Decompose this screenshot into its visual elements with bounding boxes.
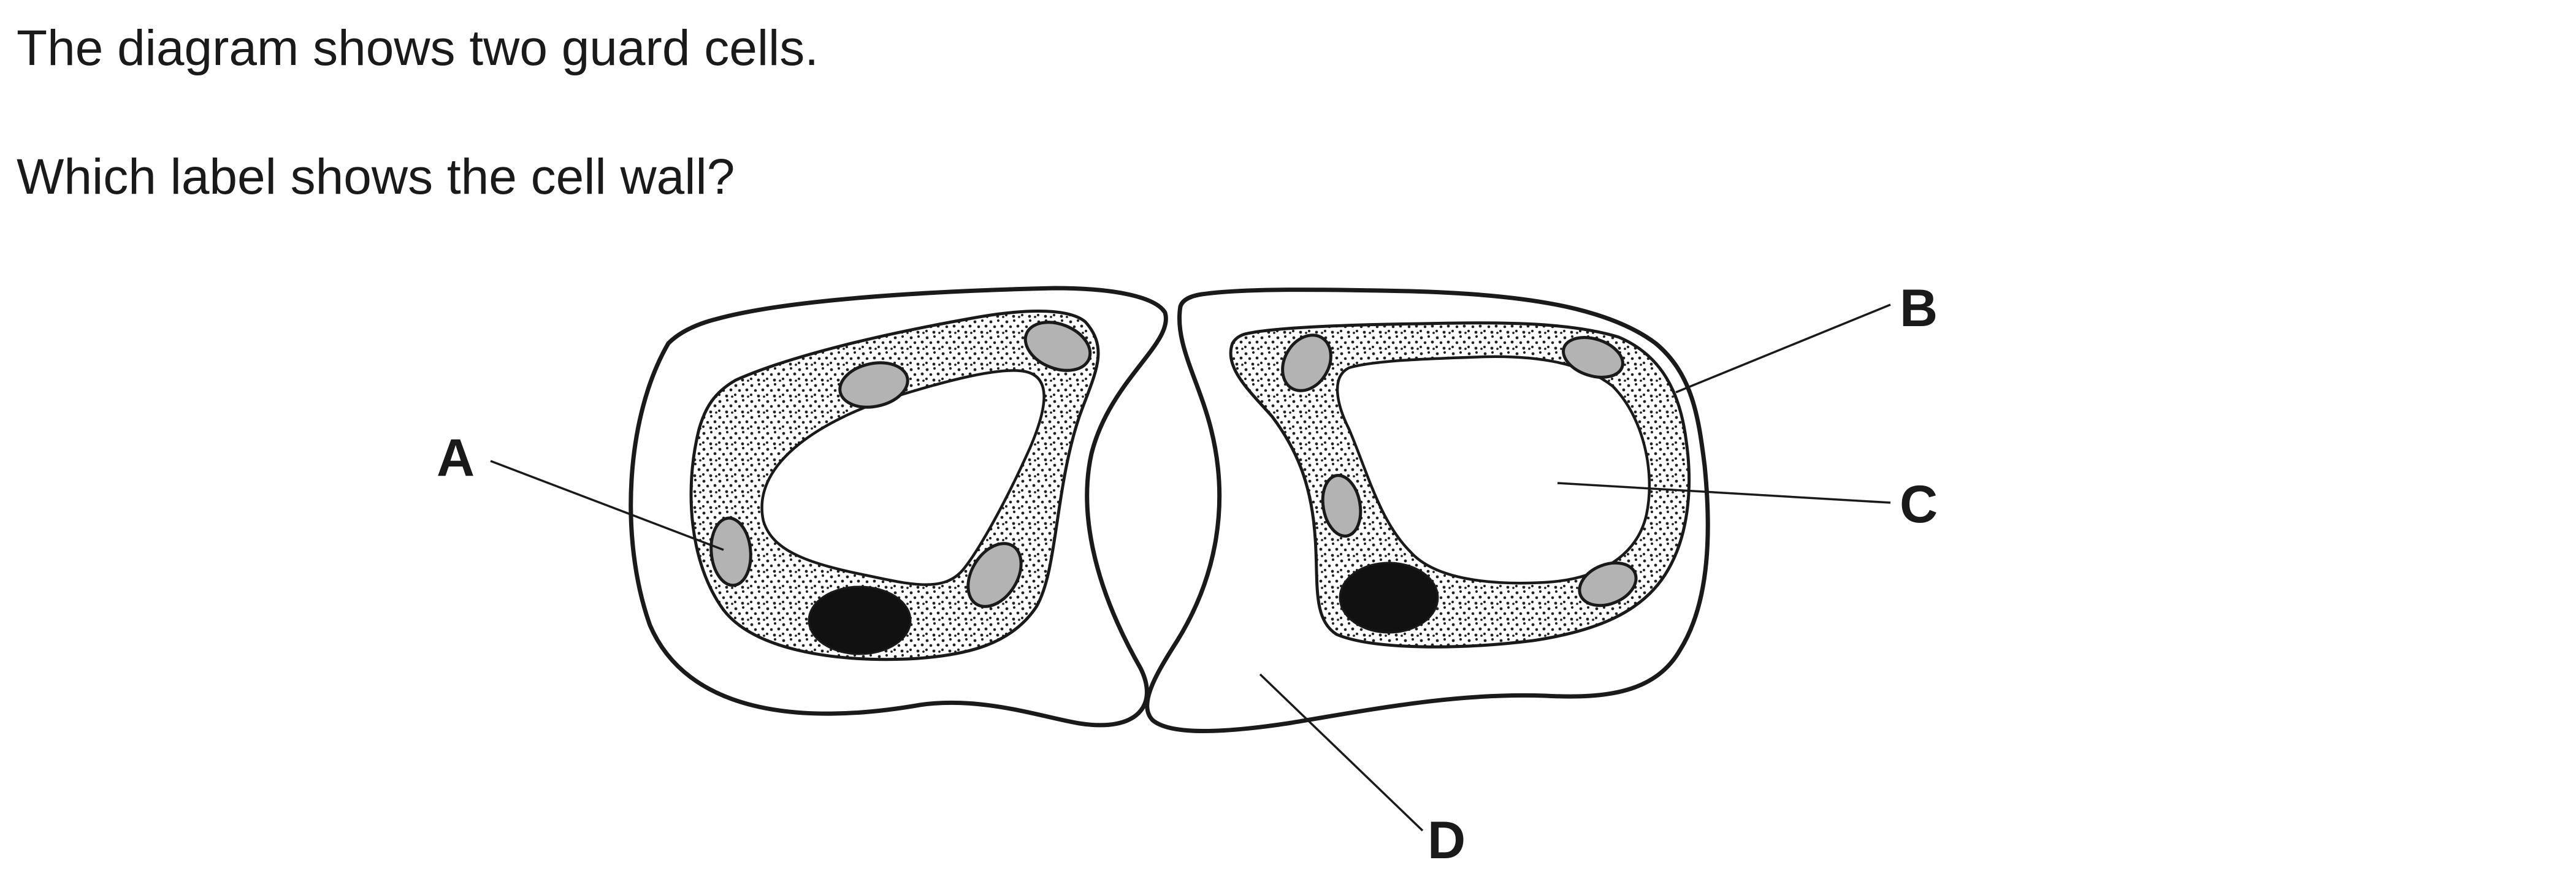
- right-chloroplast-left: [1321, 473, 1363, 538]
- question-intro: The diagram shows two guard cells.: [17, 20, 819, 76]
- left-chloroplast-top: [838, 361, 909, 409]
- left-nucleus: [808, 585, 912, 655]
- label-a: A: [437, 428, 475, 487]
- leader-line-d: [1259, 673, 1424, 832]
- question-prompt: Which label shows the cell wall?: [17, 149, 735, 205]
- left-chloroplast-upper-right: [1023, 321, 1092, 372]
- right-nucleus: [1339, 562, 1439, 634]
- left-vacuole: [760, 369, 1045, 586]
- leader-line-a: [490, 460, 724, 551]
- left-guard-cell: [629, 286, 1168, 728]
- label-b: B: [1900, 279, 1938, 338]
- left-chloroplast-lower-right: [966, 542, 1023, 608]
- right-chloroplast-top-left: [1281, 333, 1332, 392]
- right-guard-cell: [1145, 288, 1710, 733]
- right-vacuole: [1336, 355, 1651, 585]
- right-chloroplast-bottom-right: [1578, 561, 1638, 607]
- leader-line-c: [1557, 482, 1891, 504]
- label-d: D: [1428, 811, 1466, 870]
- right-chloroplast-top-right: [1562, 336, 1624, 379]
- leader-line-b: [1675, 303, 1891, 394]
- left-chloroplast-a: [709, 516, 752, 587]
- label-c: C: [1900, 475, 1938, 534]
